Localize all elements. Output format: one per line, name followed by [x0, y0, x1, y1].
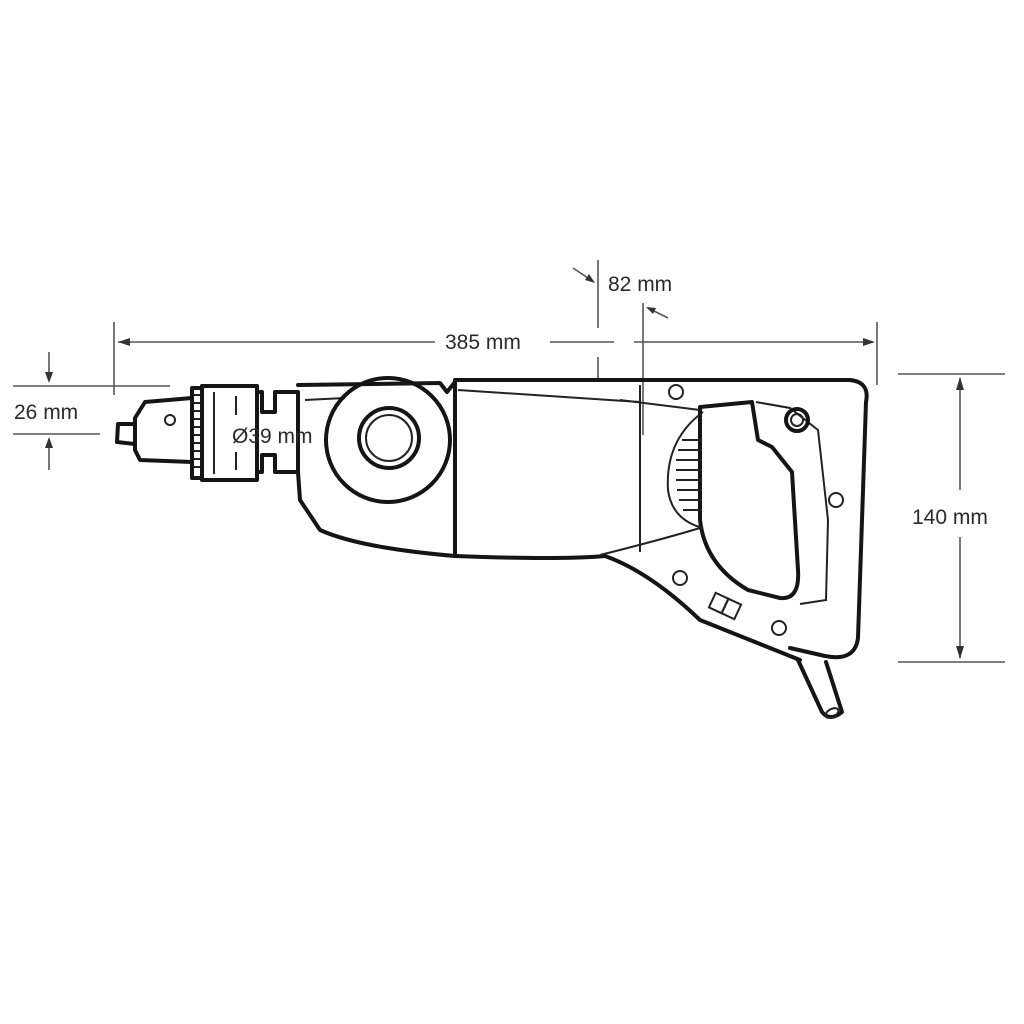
switch-icon: [707, 591, 743, 621]
drill-motor-body: [453, 378, 852, 662]
dimension-26mm-lines: [13, 352, 170, 470]
power-cord: [796, 658, 844, 719]
dimension-82mm-lines: [572, 260, 669, 435]
dimension-label-26mm: 26 mm: [14, 401, 79, 424]
dimension-label-385mm: 385 mm: [445, 331, 521, 354]
dimension-385mm-lines: [113, 322, 878, 395]
screw-icon: [668, 384, 684, 400]
drill-gear-housing: [296, 376, 457, 558]
drill-handle: [619, 378, 869, 660]
screw-icon: [790, 413, 804, 427]
screw-icon: [828, 492, 844, 508]
screw-icon: [771, 620, 787, 636]
dimension-label-140mm: 140 mm: [912, 506, 988, 529]
dimension-label-82mm: 82 mm: [608, 273, 673, 296]
dimension-140mm-lines: [898, 373, 1005, 663]
drill-collar: [255, 390, 300, 474]
screw-icon: [672, 570, 688, 586]
drill-chuck: [115, 384, 259, 482]
dimension-label-39mm: Ø39 mm: [232, 425, 313, 448]
screw-icon: [784, 407, 810, 433]
